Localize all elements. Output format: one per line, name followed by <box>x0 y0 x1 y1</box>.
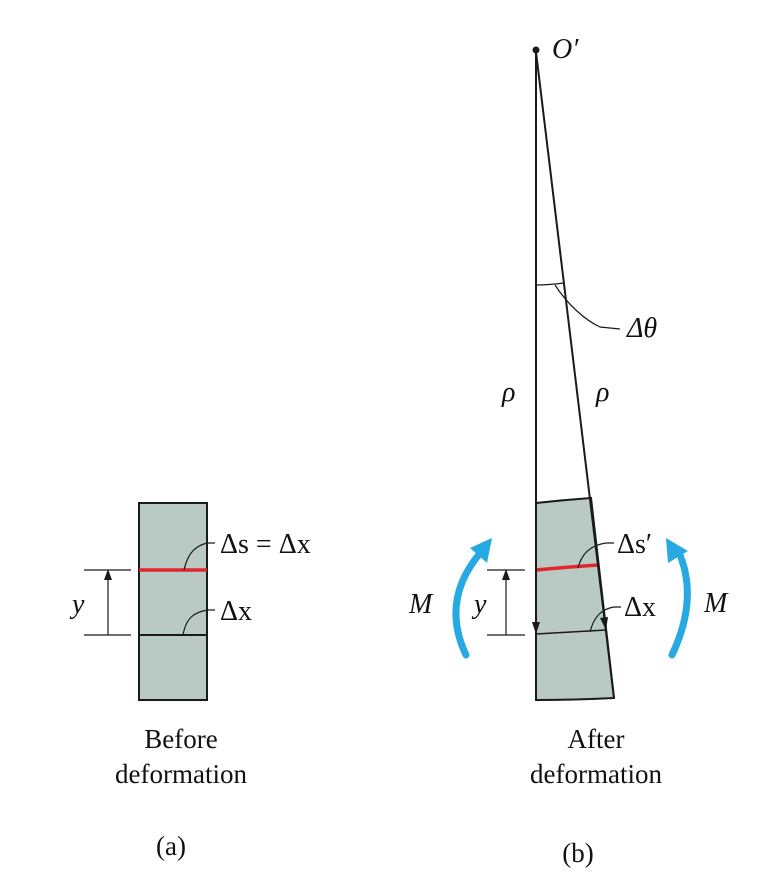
leader-ds-prime <box>577 542 614 569</box>
caption-b-line1: After <box>568 724 625 754</box>
label-rho-left: ρ <box>501 377 515 408</box>
label-dx-a: Δx <box>220 596 252 627</box>
radius-left-arrowhead <box>532 622 540 634</box>
label-ds-prime: Δs′ <box>617 529 652 560</box>
undeformed-element <box>138 502 208 701</box>
leader-dx-a <box>182 609 215 636</box>
neutral-axis-curve <box>535 629 607 635</box>
label-moment-right: M <box>703 588 729 619</box>
panel-b: O′ Δθ ρ ρ Δs′ Δx y M M After deformation… <box>408 34 729 868</box>
radius-right-arrowhead <box>600 617 608 630</box>
leader-ds <box>183 542 215 571</box>
label-dx-b: Δx <box>624 592 656 623</box>
label-center: O′ <box>552 34 579 65</box>
moment-arrow-right <box>668 551 691 659</box>
panel-a: y Δs = Δx Δx Before deformation (a) <box>69 502 311 861</box>
panel-letter-a: (a) <box>156 831 186 861</box>
label-dtheta: Δθ <box>626 313 657 344</box>
caption-b-line2: deformation <box>530 759 662 789</box>
moment-arrow-left <box>452 548 485 659</box>
moment-arrowhead-right <box>666 538 688 563</box>
label-moment-left: M <box>408 589 434 620</box>
label-rho-right: ρ <box>595 377 609 408</box>
label-ds-eq-dx: Δs = Δx <box>220 529 311 560</box>
fiber-line-ds-prime <box>535 563 599 572</box>
caption-a-line2: deformation <box>115 759 247 789</box>
y-dim-arrowhead <box>104 569 112 580</box>
label-y-b: y <box>471 589 487 620</box>
leader-dtheta <box>554 284 621 330</box>
leader-dx-b <box>589 606 621 633</box>
label-y-a: y <box>69 589 85 620</box>
angle-arc <box>535 282 565 286</box>
moment-arrowhead-left <box>470 538 492 563</box>
caption-a-line1: Before <box>144 724 217 754</box>
center-point <box>532 46 540 54</box>
y-dim-arrowhead-b <box>502 569 510 580</box>
panel-letter-b: (b) <box>562 838 593 868</box>
radius-line-right <box>535 51 615 699</box>
